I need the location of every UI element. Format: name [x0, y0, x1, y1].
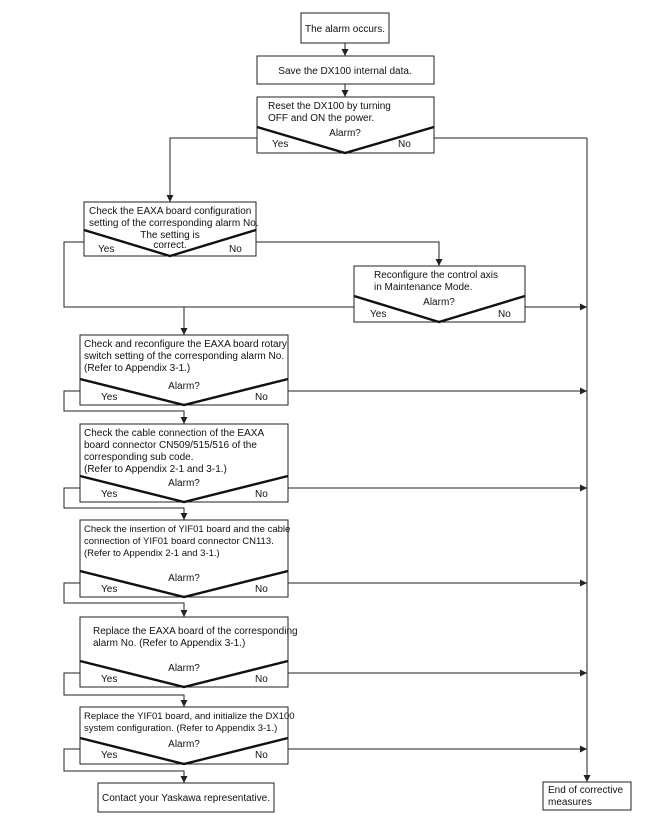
arrow-alarm-4-yes: [63, 487, 188, 520]
decision-alarm-7-yes: Yes: [101, 750, 117, 761]
decision-setting-line-2: correct.: [153, 240, 186, 251]
decision-alarm-2-no: No: [498, 309, 511, 320]
decision-alarm-1-label: Alarm?: [329, 128, 361, 139]
decision-alarm-3-yes: Yes: [101, 392, 117, 403]
reset-box: Reset the DX100 by turning OFF and ON th…: [256, 96, 435, 155]
decision-setting: [83, 228, 257, 258]
replace-eaxa-line-1: Replace the EAXA board of the correspond…: [93, 626, 298, 637]
decision-alarm-2-label: Alarm?: [423, 297, 455, 308]
arrow-alarm-5-yes: [63, 582, 188, 617]
end-line-1: End of corrective: [548, 785, 623, 796]
replace-yif01-box: Replace the YIF01 board, and initialize …: [79, 706, 295, 766]
decision-alarm-5-label: Alarm?: [168, 573, 200, 584]
decision-alarm-6-label: Alarm?: [168, 663, 200, 674]
decision-alarm-4-no: No: [255, 489, 268, 500]
replace-yif01-line-1: Replace the YIF01 board, and initialize …: [84, 711, 295, 722]
yif01-check-box: Check the insertion of YIF01 board and t…: [79, 519, 290, 599]
cable-line-1: Check the cable connection of the EAXA: [84, 428, 264, 439]
start-text: The alarm occurs.: [305, 24, 385, 35]
decision-alarm-3-label: Alarm?: [168, 381, 200, 392]
reconfigure-line-1: Reconfigure the control axis: [374, 270, 498, 281]
reset-text-line-2: OFF and ON the power.: [268, 113, 374, 124]
arrow-setting-yes: [63, 241, 587, 311]
decision-alarm-4-label: Alarm?: [168, 478, 200, 489]
arrow-setting-no: [256, 241, 443, 266]
decision-alarm-2: [353, 294, 526, 324]
contact-text: Contact your Yaskawa representative.: [102, 793, 270, 804]
decision-setting-line-1: The setting is: [140, 230, 199, 241]
decision-alarm-4-yes: Yes: [101, 489, 117, 500]
replace-eaxa-box: Replace the EAXA board of the correspond…: [79, 616, 298, 689]
replace-eaxa-line-2: alarm No. (Refer to Appendix 3-1.): [93, 638, 245, 649]
check-config-box: Check the EAXA board configuration setti…: [83, 201, 259, 258]
decision-alarm-2-yes: Yes: [370, 309, 386, 320]
arrow-reset-yes: [166, 137, 257, 202]
yif01-check-line-3: (Refer to Appendix 2-1 and 3-1.): [84, 548, 220, 559]
decision-alarm-7: [79, 736, 289, 766]
end-line-2: measures: [548, 797, 592, 808]
decision-alarm-1: [256, 125, 435, 155]
cable-line-3: corresponding sub code.: [84, 452, 194, 463]
rotary-line-1: Check and reconfigure the EAXA board rot…: [84, 339, 287, 350]
decision-alarm-5: [79, 569, 289, 599]
check-config-line-2: setting of the corresponding alarm No.: [89, 218, 259, 229]
decision-setting-yes: Yes: [98, 244, 114, 255]
decision-alarm-1-yes: Yes: [272, 139, 288, 150]
decision-alarm-6-no: No: [255, 674, 268, 685]
start-box: The alarm occurs.: [300, 12, 390, 44]
save-box: Save the DX100 internal data.: [256, 55, 435, 85]
decision-alarm-7-label: Alarm?: [168, 739, 200, 750]
yif01-check-line-1: Check the insertion of YIF01 board and t…: [84, 524, 290, 535]
decision-alarm-3: [79, 377, 289, 407]
reconfigure-box: Reconfigure the control axis in Maintena…: [353, 265, 526, 324]
decision-alarm-7-no: No: [255, 750, 268, 761]
check-config-line-1: Check the EAXA board configuration: [89, 206, 251, 217]
reconfigure-line-2: in Maintenance Mode.: [374, 282, 472, 293]
yif01-check-line-2: connection of YIF01 board connector CN11…: [84, 536, 274, 547]
decision-alarm-5-no: No: [255, 584, 268, 595]
reset-text-line-1: Reset the DX100 by turning: [268, 101, 391, 112]
arrow-alarm-3-yes: [63, 390, 188, 424]
replace-yif01-line-2: system configuration. (Refer to Appendix…: [84, 723, 277, 734]
save-text: Save the DX100 internal data.: [278, 66, 411, 77]
decision-alarm-3-no: No: [255, 392, 268, 403]
cable-line-2: board connector CN509/515/516 of the: [84, 440, 257, 451]
decision-alarm-4: [79, 474, 289, 504]
decision-alarm-6: [79, 659, 289, 689]
contact-box: Contact your Yaskawa representative.: [97, 782, 275, 813]
rotary-box: Check and reconfigure the EAXA board rot…: [79, 334, 289, 407]
decision-alarm-6-yes: Yes: [101, 674, 117, 685]
rotary-line-3: (Refer to Appendix 3-1.): [84, 363, 190, 374]
cable-line-4: (Refer to Appendix 2-1 and 3-1.): [84, 464, 227, 475]
cable-box: Check the cable connection of the EAXA b…: [79, 423, 289, 504]
decision-alarm-5-yes: Yes: [101, 584, 117, 595]
decision-alarm-1-no: No: [398, 139, 411, 150]
arrow-alarm-7-yes: [63, 748, 188, 783]
decision-setting-no: No: [229, 244, 242, 255]
arrow-alarm-6-yes: [63, 672, 188, 707]
rotary-line-2: switch setting of the corresponding alar…: [84, 351, 284, 362]
end-box: End of corrective measures: [542, 781, 632, 811]
